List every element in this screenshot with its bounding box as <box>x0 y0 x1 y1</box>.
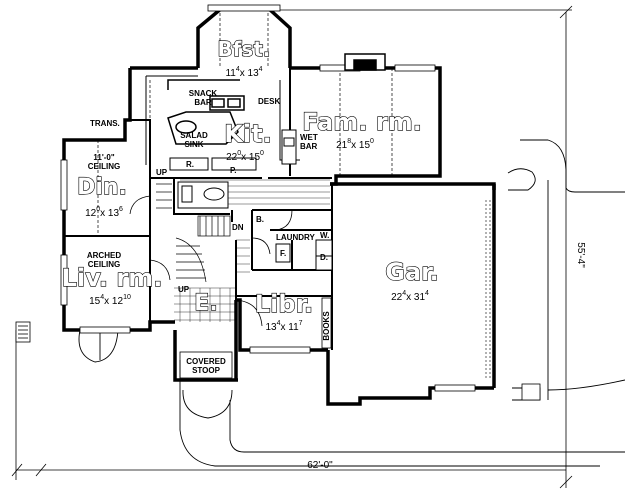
kitchen-island <box>167 79 245 145</box>
laundry-appliances <box>275 239 333 271</box>
gar-dimensions: 224x 314 <box>391 290 429 303</box>
driveway-outline <box>179 139 625 467</box>
up-living-label: UP <box>178 285 190 294</box>
books-label: BOOKS <box>322 311 331 341</box>
bfst-room-name: Bfst. <box>217 37 270 61</box>
libr-room-name: Libr. <box>255 290 313 318</box>
powder-room <box>177 181 229 209</box>
desk-label: DESK <box>258 97 280 106</box>
wet-bar <box>281 129 297 165</box>
din-room-name: Din. <box>77 175 127 200</box>
dryer-label: D. <box>320 253 328 262</box>
trans-label: TRANS. <box>90 119 120 128</box>
depth-dimension-line <box>245 5 573 489</box>
doors <box>129 195 293 327</box>
up-kitchen-label: UP <box>156 168 168 177</box>
overall-width-label: 62'-0" <box>307 460 333 471</box>
bfst-dimensions: 114x 134 <box>225 66 262 79</box>
fam-dimensions: 218x 150 <box>336 138 374 151</box>
laundry-label: LAUNDRY <box>276 233 315 242</box>
gar-room-name: Gar. <box>385 258 438 286</box>
overall-depth-label: 55'-4" <box>575 242 586 268</box>
covered-stoop <box>179 351 233 379</box>
kit-dimensions: 220x 150 <box>226 150 264 163</box>
fam-room-name: Fam. rm. <box>302 108 422 136</box>
patio-steps <box>15 321 541 401</box>
bath-label: B. <box>256 215 264 224</box>
freezer-label: F. <box>280 249 286 258</box>
width-dimension-line <box>11 330 566 480</box>
dn-label: DN <box>232 223 244 232</box>
ceiling-lines <box>64 8 393 237</box>
tile-floor <box>174 179 330 322</box>
din-dimensions: 120x 136 <box>85 206 123 219</box>
washer-label: W. <box>320 231 329 240</box>
entry-room-name: E. <box>194 291 217 316</box>
garage-doors <box>485 200 491 380</box>
din-ceiling-label: 11'-0"CEILING <box>88 153 120 171</box>
liv-room-name: Liv. rm. <box>62 264 163 292</box>
liv-dimensions: 154x 1210 <box>89 294 131 307</box>
kit-room-name: Kit. <box>224 120 271 148</box>
stair <box>156 183 231 283</box>
range-label: R. <box>186 160 194 169</box>
fireplace <box>344 53 386 71</box>
libr-dimensions: 134x 117 <box>265 320 302 333</box>
stoop-outline <box>78 329 233 419</box>
windows <box>60 4 476 392</box>
pantry-label: P. <box>230 166 237 175</box>
books-shelf <box>321 297 332 349</box>
